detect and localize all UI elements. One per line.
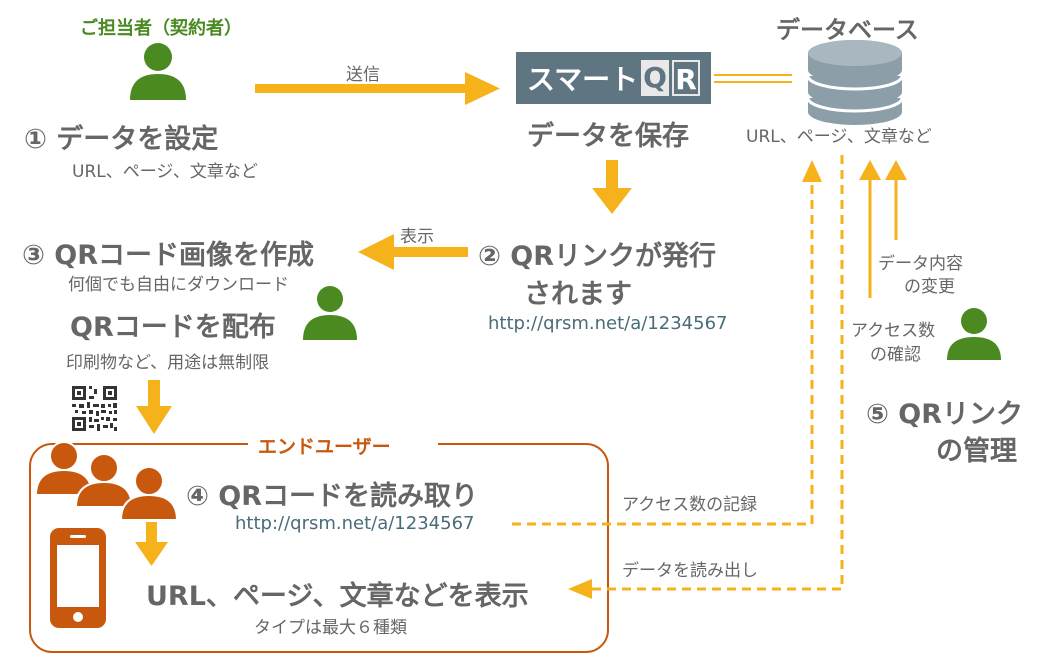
change-data-line2: の変更 (904, 277, 955, 297)
read-data-label: データを読み出し (622, 561, 758, 581)
contractor-title: ご担当者（契約者） (80, 18, 242, 39)
down-arrow-save (592, 160, 632, 214)
change-data-line1: データ内容 (878, 254, 963, 274)
display-title: URL、ページ、文章などを表示 (146, 581, 529, 612)
send-arrow (255, 72, 500, 105)
manager-person-icon (947, 308, 1001, 360)
step4-url: http://qrsm.net/a/1234567 (235, 513, 475, 534)
down-arrow-distribute (136, 380, 172, 434)
database-icon (806, 40, 904, 125)
up-arrow-change (885, 160, 907, 240)
distribute-title: QRコードを配布 (70, 312, 276, 343)
step5-line1: ⑤ QRリンク (866, 399, 1024, 430)
logo-r: R (672, 60, 701, 96)
save-title: データを保存 (527, 121, 689, 152)
read-data-arrow (568, 155, 844, 599)
smartphone-icon (50, 528, 106, 628)
display-sub: タイプは最大６種類 (254, 618, 407, 638)
smart-qr-logo: スマート Q R (516, 52, 711, 104)
up-arrow-access (859, 160, 881, 298)
access-check-line1: アクセス数 (851, 321, 936, 341)
show-label: 表示 (400, 227, 434, 247)
contractor-person-icon (130, 43, 186, 100)
database-title: データベース (776, 16, 919, 44)
send-label: 送信 (346, 65, 380, 85)
access-log-label: アクセス数の記録 (622, 495, 758, 515)
end-users-icon (34, 441, 179, 521)
end-user-title: エンドユーザー (258, 436, 391, 458)
step3-title: ③ QRコード画像を作成 (22, 240, 315, 271)
step5-line2: の管理 (936, 436, 1017, 467)
step4-title: ④ QRコードを読み取り (186, 481, 479, 512)
step1-title: ① データを設定 (24, 124, 219, 155)
access-log-arrow (512, 160, 822, 526)
step2-url: http://qrsm.net/a/1234567 (488, 313, 728, 334)
distribute-sub: 印刷物など、用途は無制限 (66, 353, 270, 373)
down-arrow-users (135, 522, 168, 566)
qr-code-icon (72, 386, 117, 431)
step1-sub: URL、ページ、文章など (72, 162, 258, 182)
step3-sub: 何個でも自由にダウンロード (68, 275, 289, 295)
logo-q: Q (641, 60, 670, 96)
access-check-line2: の確認 (870, 345, 921, 365)
logo-text: スマート (526, 63, 639, 96)
show-arrow (358, 234, 468, 270)
step2-title-line2: されます (524, 279, 632, 310)
step2-title-line1: ② QRリンクが発行 (478, 241, 717, 272)
logo-db-connector (714, 74, 792, 83)
distributor-person-icon (303, 286, 357, 340)
database-sub: URL、ページ、文章など (746, 127, 932, 147)
